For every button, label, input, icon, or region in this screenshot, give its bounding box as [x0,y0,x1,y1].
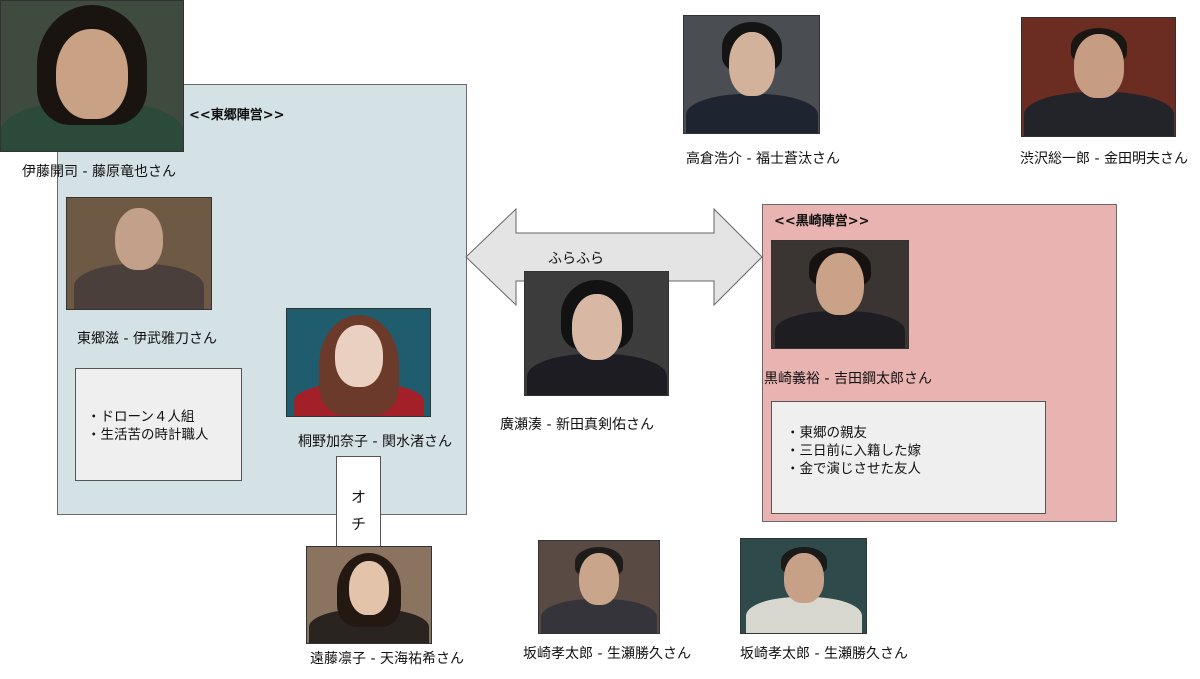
kirino-label: 桐野加奈子 - 関水渚さん [298,434,452,450]
ito-photo [0,0,184,152]
ito-label: 伊藤開司 - 藤原竜也さん [22,164,176,180]
note-item: ドローン４人組 [87,408,241,426]
kirino-photo [286,308,431,417]
togo-camp-notes: ドローン４人組 生活苦の時計職人 [75,368,242,481]
endo-photo [306,546,432,644]
oche-char: チ [350,515,366,533]
togo-camp-title: <<東郷陣営>> [189,108,285,123]
note-item: 東郷の親友 [786,424,1045,442]
shibusawa-photo [1021,17,1176,137]
sakazaki2-label: 坂崎孝太郎 - 生瀬勝久さん [740,646,908,662]
note-item: 金で演じさせた友人 [786,460,1045,478]
endo-label: 遠藤凛子 - 天海祐希さん [310,651,464,667]
note-item: 三日前に入籍した嫁 [786,442,1045,460]
togo-photo [66,197,212,310]
kurosaki-label: 黒崎義裕 - 吉田鋼太郎さん [764,371,932,387]
togo-label: 東郷滋 - 伊武雅刀さん [77,331,217,347]
note-item: 生活苦の時計職人 [87,426,241,444]
oche-char: オ [350,488,366,506]
sakazaki1-label: 坂崎孝太郎 - 生瀬勝久さん [523,646,691,662]
shibusawa-label: 渋沢総一郎 - 金田明夫さん [1020,151,1188,167]
sakazaki2-photo [740,538,867,634]
kurosaki-camp-notes: 東郷の親友 三日前に入籍した嫁 金で演じさせた友人 [771,401,1046,514]
kurosaki-photo [771,240,909,349]
hirose-photo [524,271,669,396]
arrow-label: ふらふら [548,251,604,267]
oche-box: オ チ [336,456,381,550]
takakura-label: 高倉浩介 - 福士蒼汰さん [686,151,840,167]
takakura-photo [683,15,820,134]
sakazaki1-photo [538,540,660,634]
kurosaki-camp-title: <<黒崎陣営>> [774,214,870,229]
hirose-label: 廣瀬湊 - 新田真剣佑さん [500,417,654,433]
